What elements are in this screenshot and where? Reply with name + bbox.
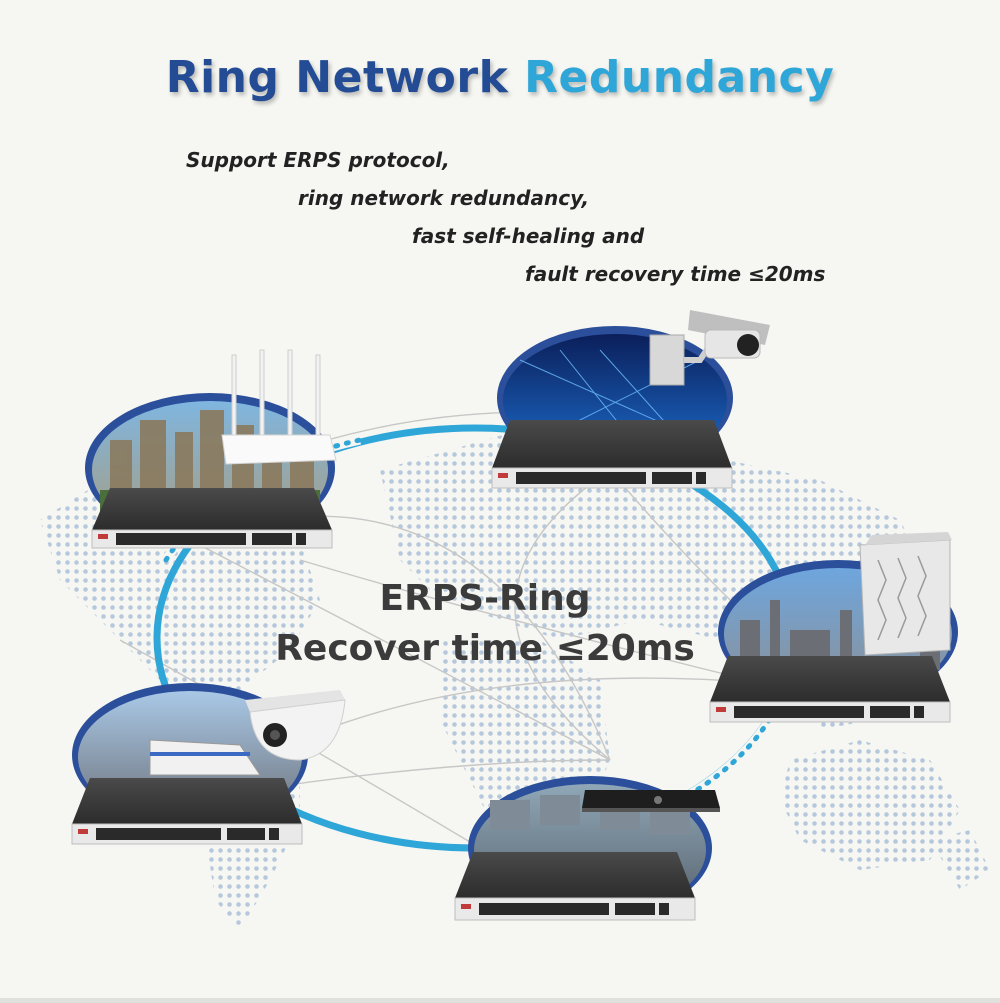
feature-line-2: ring network redundancy, [298,186,590,210]
ring-label-line-2: Recover time ≤20ms [275,628,695,669]
feature-line-4: fault recovery time ≤20ms [525,262,826,286]
feature-line-3: fast self-healing and [412,224,645,248]
wifi-router-icon [221,349,337,465]
switch-5 [71,778,303,845]
network-lines [119,411,831,861]
title-part-2: Redundancy [524,52,835,103]
switch-3 [709,656,951,723]
page-title: Ring Network Redundancy [0,52,1000,103]
switch-2 [491,420,733,489]
title-part-1: Ring Network [165,52,509,103]
bullet-camera-icon [649,310,770,386]
switch-1 [91,488,333,549]
nvr-recorder-icon [582,790,720,812]
outdoor-cabinet-icon [859,532,952,656]
feature-line-1: Support ERPS protocol, [186,148,450,172]
switch-4 [454,852,696,921]
ring-label-line-1: ERPS-Ring [379,578,591,619]
dome-camera-icon [245,690,346,761]
